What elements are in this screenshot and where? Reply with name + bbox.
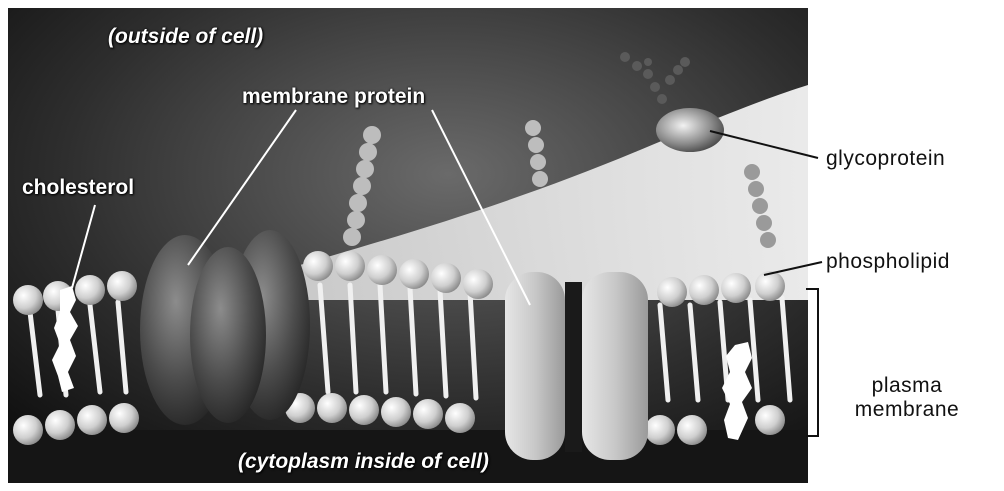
glycoprotein-shape [656,108,724,152]
glycoprotein-label: glycoprotein [826,147,945,171]
outside-of-cell-label: (outside of cell) [108,25,263,49]
plasma-membrane-line2: membrane [832,398,982,422]
plasma-membrane-label: plasma membrane [832,374,982,422]
membrane-protein-label: membrane protein [242,85,425,109]
cytoplasm-label: (cytoplasm inside of cell) [238,450,489,474]
phospholipid-label: phospholipid [826,250,950,274]
membrane-protein-shape [140,230,310,425]
cholesterol-label: cholesterol [22,176,134,200]
transport-protein-shape [505,272,648,460]
plasma-membrane-line1: plasma [832,374,982,398]
